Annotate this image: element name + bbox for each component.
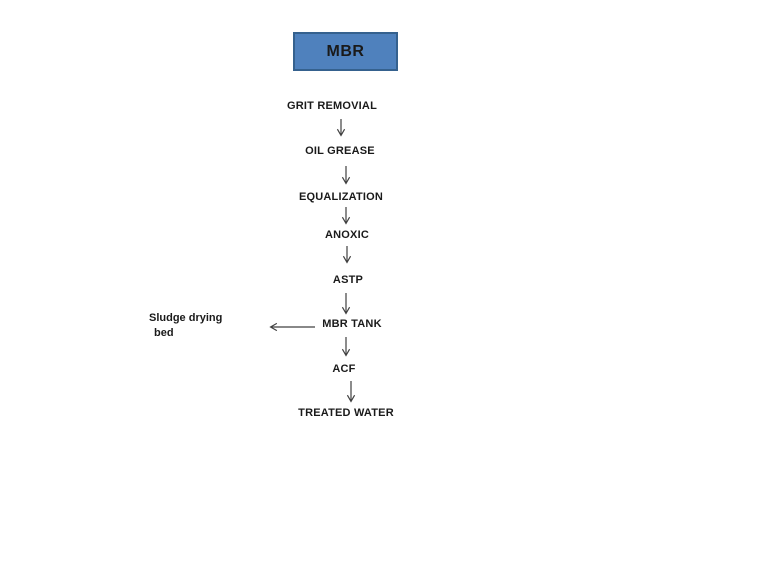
sludge-drying-line1: Sludge drying xyxy=(149,312,223,324)
step-mbr-tank: MBR TANK xyxy=(322,318,382,330)
step-astp: ASTP xyxy=(332,274,364,286)
label-sludge-drying-bed: Sludge drying bed xyxy=(149,311,222,341)
step-acf: ACF xyxy=(332,363,356,375)
step-anoxic: ANOXIC xyxy=(325,229,369,241)
mbr-title-box: MBR xyxy=(293,32,398,71)
step-equalization: EQUALIZATION xyxy=(298,191,384,203)
step-treated-water: TREATED WATER xyxy=(298,407,394,419)
step-oil-grease: OIL GREASE xyxy=(305,145,375,157)
step-grit-removal: GRIT REMOVIAL xyxy=(287,100,377,112)
mbr-title-label: MBR xyxy=(326,42,365,60)
sludge-drying-line2: bed xyxy=(154,327,174,339)
